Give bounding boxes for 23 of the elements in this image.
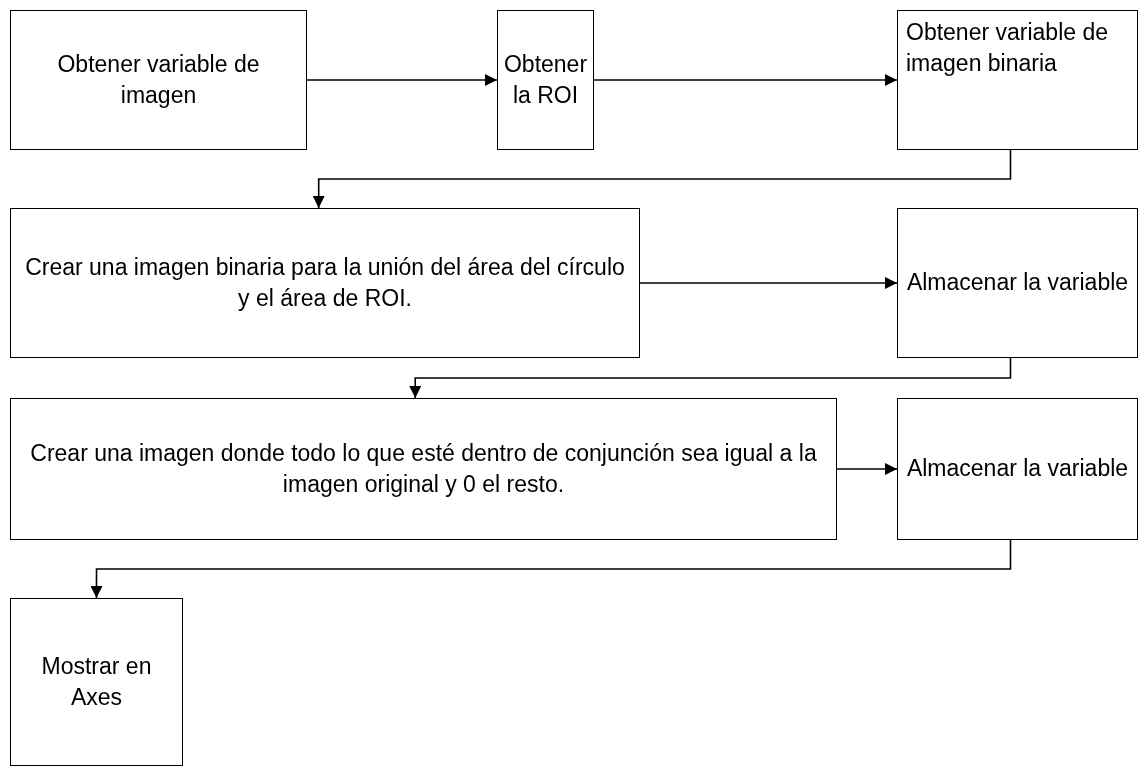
step-text: Almacenar la variable [906, 268, 1129, 298]
arrow [306, 74, 498, 86]
arrow [593, 74, 898, 86]
process-box [10, 398, 837, 540]
step-text: Crear una imagen binaria para la unión del área del círculo y el área de ROI. [24, 252, 626, 313]
arrow [409, 357, 1012, 399]
step-text: Mostrar en Axes [40, 651, 153, 712]
process-box [497, 10, 594, 150]
arrow [90, 539, 1012, 599]
arrow [836, 463, 898, 475]
process-box [10, 10, 307, 150]
arrow [639, 277, 898, 289]
process-box [897, 208, 1138, 358]
step-text: Obtener variable de imagen binaria [906, 18, 1109, 79]
step-text: Obtener variable de imagen [56, 49, 261, 110]
arrow [312, 149, 1012, 209]
step-text: Obtener la ROI [503, 49, 588, 110]
step-text: Almacenar la variable [906, 454, 1129, 484]
process-box [897, 398, 1138, 540]
process-box [10, 208, 640, 358]
step-text: Crear una imagen donde todo lo que esté dentro de conjunción sea igual a la imagen original y 0 el resto. [29, 438, 818, 499]
process-box [10, 598, 183, 766]
process-box [897, 10, 1138, 150]
